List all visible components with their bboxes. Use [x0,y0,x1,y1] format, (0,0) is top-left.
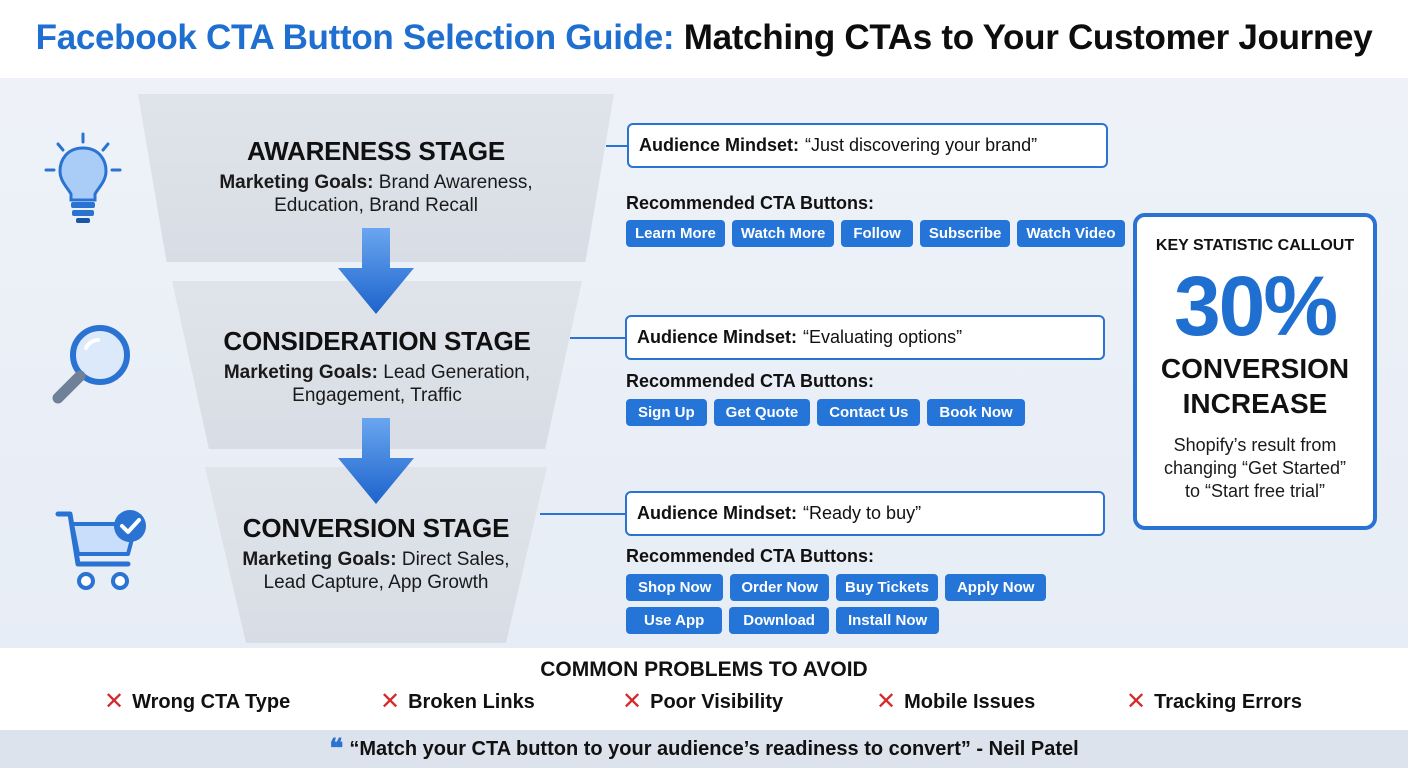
cta-watch-video-button[interactable]: Watch Video [1017,220,1125,247]
awareness-stage-text: AWARENESS STAGE Marketing Goals: Brand A… [175,136,577,217]
cta-button-row: Sign Up Get Quote Contact Us Book Now [626,399,1025,426]
goals-line: Direct Sales, [401,549,510,570]
cta-watch-more-button[interactable]: Watch More [731,220,835,247]
cross-icon: ✕ [104,688,125,715]
stat-number: 30% [1173,259,1338,353]
cta-use-app-button[interactable]: Use App [626,607,723,634]
problem-item: ✕ Tracking Errors [1126,690,1302,714]
cta-buy-tickets-button[interactable]: Buy Tickets [836,574,938,601]
problem-item: ✕ Wrong CTA Type [104,690,290,714]
title-part-blue: Facebook CTA Button Selection Guide: [35,18,675,57]
stat-label-line: CONVERSION [1160,353,1350,384]
goals-line: Education, Brand Recall [274,195,478,216]
quote-icon: ❝ [329,734,344,764]
stat-desc-line: Shopify’s result from [1173,435,1337,455]
down-arrow-icon [338,228,414,314]
down-arrow-icon [338,418,414,504]
cross-icon: ✕ [622,688,643,715]
cta-button-row: Use App Download Install Now [626,607,940,634]
connector-line [540,513,626,515]
problem-label: Broken Links [408,690,535,713]
cta-install-now-button[interactable]: Install Now [835,607,940,634]
cta-follow-button[interactable]: Follow [841,220,913,247]
mindset-text: “Ready to buy” [803,503,922,523]
goals-label: Marketing Goals: [223,362,379,383]
stat-description: Shopify’s result from changing “Get Star… [1137,434,1373,503]
goals-line: Brand Awareness, [378,172,533,193]
problem-label: Mobile Issues [904,690,1036,713]
quote-text: “Match your CTA button to your audience’… [349,737,1079,760]
goals-label: Marketing Goals: [219,172,374,193]
mindset-text: “Evaluating options” [803,327,963,347]
mindset-text: “Just discovering your brand” [805,135,1038,155]
lightbulb-icon [44,132,122,223]
cta-order-now-button[interactable]: Order Now [730,574,830,601]
mindset-label: Audience Mindset: [639,135,800,155]
stat-label-line: INCREASE [1182,388,1328,419]
stage-goals: Marketing Goals: Brand Awareness, Educat… [175,171,577,217]
stage-title: CONVERSION STAGE [242,513,510,543]
connector-line [570,337,626,339]
cta-get-quote-button[interactable]: Get Quote [713,399,811,426]
key-statistic-callout: KEY STATISTIC CALLOUT 30% CONVERSION INC… [1133,213,1377,530]
problem-item: ✕ Broken Links [380,690,535,714]
stage-title: AWARENESS STAGE [246,136,505,166]
cta-learn-more-button[interactable]: Learn More [626,220,725,247]
cta-button-row: Learn More Watch More Follow Subscribe W… [626,220,1125,247]
consideration-stage-text: CONSIDERATION STAGE Marketing Goals: Lea… [177,326,577,407]
recommended-label: Recommended CTA Buttons: [626,546,875,566]
magnifier-icon [52,325,130,404]
audience-mindset-box: Audience Mindset: “Evaluating options” [625,315,1105,360]
stage-goals: Marketing Goals: Lead Generation, Engage… [177,361,577,407]
mindset-label: Audience Mindset: [637,327,798,347]
recommended-label: Recommended CTA Buttons: [626,371,875,391]
cta-sign-up-button[interactable]: Sign Up [626,399,707,426]
quote-bar: ❝ “Match your CTA button to your audienc… [0,730,1408,768]
stat-desc-line: changing “Get Started” [1163,458,1347,478]
audience-mindset-box: Audience Mindset: “Ready to buy” [625,491,1105,536]
stage-goals: Marketing Goals: Direct Sales, Lead Capt… [200,548,552,594]
problem-item: ✕ Poor Visibility [622,690,783,714]
cta-apply-now-button[interactable]: Apply Now [944,574,1047,601]
problems-list: ✕ Wrong CTA Type ✕ Broken Links ✕ Poor V… [0,690,1408,720]
cta-subscribe-button[interactable]: Subscribe [919,220,1011,247]
stat-label: CONVERSION INCREASE [1137,351,1373,421]
connector-line [606,145,628,147]
stage-title: CONSIDERATION STAGE [223,326,531,356]
goals-line: Engagement, Traffic [292,385,462,406]
goals-label: Marketing Goals: [242,549,397,570]
goals-line: Lead Generation, [383,362,531,383]
problem-item: ✕ Mobile Issues [876,690,1035,714]
cta-download-button[interactable]: Download [729,607,829,634]
stat-desc-line: to “Start free trial” [1184,481,1326,501]
problem-label: Poor Visibility [650,690,784,713]
title-part-dark: Matching CTAs to Your Customer Journey [683,18,1373,57]
recommended-label: Recommended CTA Buttons: [626,193,875,213]
cross-icon: ✕ [380,688,401,715]
problem-label: Tracking Errors [1154,690,1302,713]
audience-mindset-box: Audience Mindset: “Just discovering your… [627,123,1108,168]
cta-book-now-button[interactable]: Book Now [927,399,1025,426]
problem-label: Wrong CTA Type [132,690,291,713]
mindset-label: Audience Mindset: [637,503,798,523]
problems-title: COMMON PROBLEMS TO AVOID [540,658,868,681]
cta-button-row: Shop Now Order Now Buy Tickets Apply Now [626,574,1047,601]
cta-shop-now-button[interactable]: Shop Now [626,574,724,601]
page-title: Facebook CTA Button Selection Guide: Mat… [0,18,1408,58]
cta-contact-us-button[interactable]: Contact Us [817,399,921,426]
cross-icon: ✕ [876,688,897,715]
shopping-cart-check-icon [55,510,146,590]
conversion-stage-text: CONVERSION STAGE Marketing Goals: Direct… [200,513,552,594]
cross-icon: ✕ [1126,688,1147,715]
goals-line: Lead Capture, App Growth [263,572,489,593]
stat-heading: KEY STATISTIC CALLOUT [1155,237,1355,254]
